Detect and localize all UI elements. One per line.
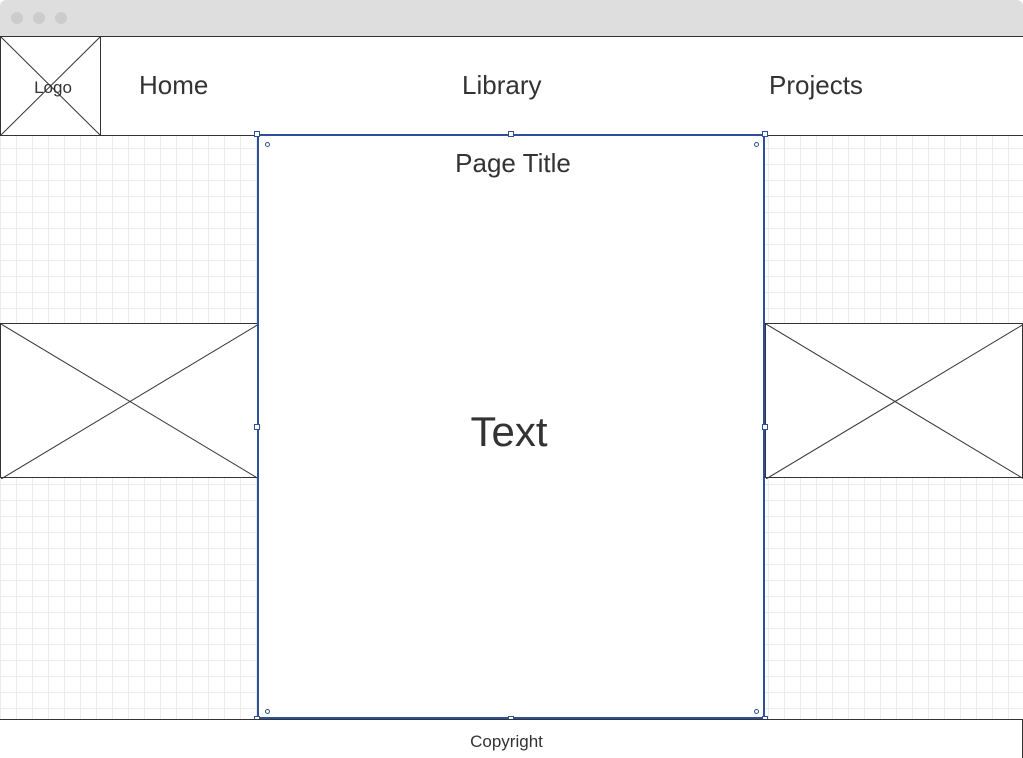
content-panel-selected[interactable]: Page Title Text: [257, 134, 765, 719]
image-placeholder-icon: [766, 324, 1023, 479]
rotate-handle-top-left[interactable]: [265, 142, 270, 147]
resize-handle-top-right[interactable]: [762, 131, 768, 137]
window-titlebar: [0, 0, 1023, 36]
rotate-handle-bottom-right[interactable]: [754, 709, 759, 714]
left-image-placeholder[interactable]: [0, 323, 259, 479]
nav-item-projects[interactable]: Projects: [769, 70, 863, 100]
body-text: Text: [470, 408, 548, 455]
rotate-handle-bottom-left[interactable]: [265, 709, 270, 714]
logo-label: Logo: [34, 78, 72, 97]
nav-item-library[interactable]: Library: [462, 70, 542, 100]
resize-handle-top-left[interactable]: [254, 131, 260, 137]
page-title: Page Title: [455, 148, 571, 178]
resize-handle-right[interactable]: [762, 424, 768, 430]
image-placeholder-icon: [1, 324, 259, 479]
copyright-text: Copyright: [470, 732, 543, 751]
window-minimize-dot[interactable]: [33, 12, 45, 24]
nav-item-home[interactable]: Home: [139, 70, 209, 100]
image-placeholder-icon: [1, 37, 100, 135]
footer-bar[interactable]: [0, 719, 1023, 758]
window-close-dot[interactable]: [11, 12, 23, 24]
right-image-placeholder[interactable]: [765, 323, 1023, 479]
resize-handle-top[interactable]: [508, 131, 514, 137]
window-maximize-dot[interactable]: [55, 12, 67, 24]
logo-placeholder[interactable]: [0, 36, 101, 136]
resize-handle-left[interactable]: [254, 424, 260, 430]
header-bar[interactable]: [0, 36, 1023, 136]
rotate-handle-top-right[interactable]: [754, 142, 759, 147]
